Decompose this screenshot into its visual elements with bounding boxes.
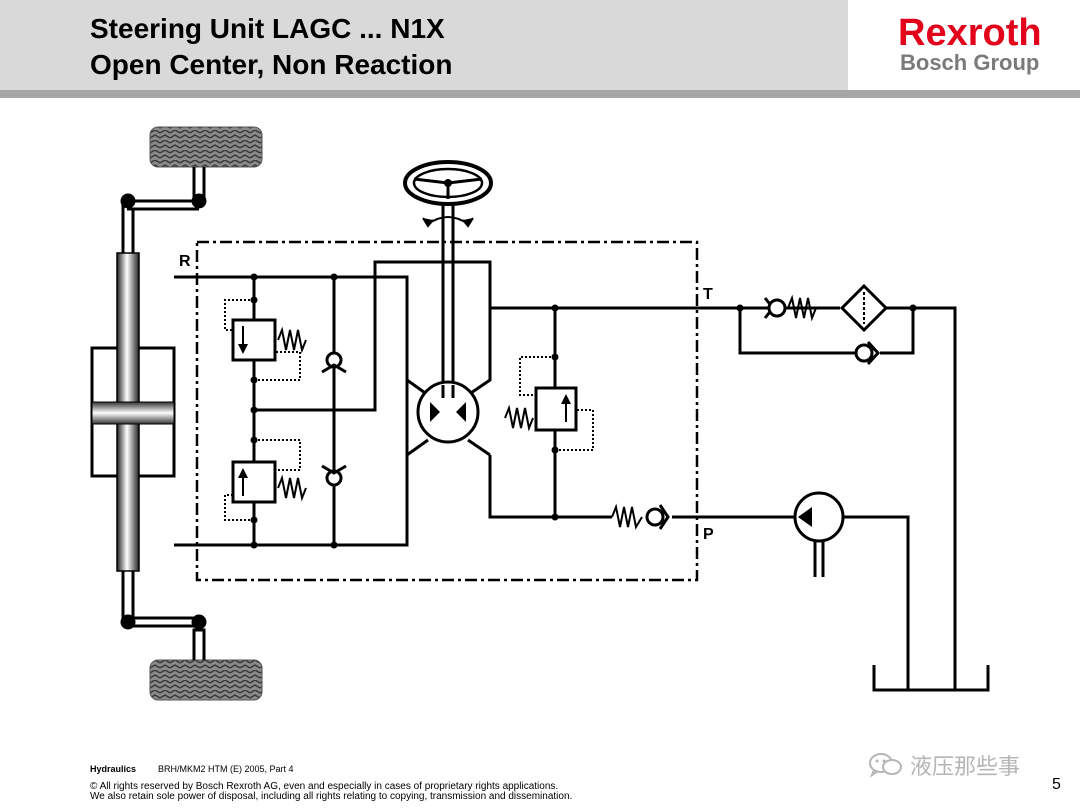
port-label-r: R xyxy=(179,253,191,270)
footer-reference: BRH/MKM2 HTM (E) 2005, Part 4 xyxy=(158,764,294,774)
relief-valve xyxy=(504,356,594,451)
pump-icon xyxy=(793,491,845,543)
rotation-arrow-icon xyxy=(422,216,474,228)
front-wheel xyxy=(149,126,263,168)
footer-section: Hydraulics xyxy=(90,764,137,774)
steering-wheel-icon xyxy=(403,160,493,385)
page-title-line-2: Open Center, Non Reaction xyxy=(90,49,453,80)
check-valve-upper xyxy=(321,351,347,374)
steering-cylinder xyxy=(90,252,176,572)
metering-unit xyxy=(416,380,480,444)
shock-valve-lower xyxy=(224,439,307,521)
wechat-icon xyxy=(869,753,902,778)
steering-linkage xyxy=(120,167,207,660)
steering-unit-boundary xyxy=(195,240,699,582)
header-divider xyxy=(0,90,1080,98)
check-valve-lower xyxy=(321,464,347,487)
page-number: 5 xyxy=(1052,776,1061,793)
page-title-line-1: Steering Unit LAGC ... N1X xyxy=(90,13,445,44)
filter-icon xyxy=(839,283,889,333)
rear-wheel xyxy=(149,659,263,701)
inlet-check-valve xyxy=(611,503,670,530)
brand-logo: Rexroth xyxy=(898,12,1042,54)
footer-copyright-line-2: We also retain sole power of disposal, i… xyxy=(90,791,573,802)
logo-panel xyxy=(848,0,1080,90)
watermark: 液压那些事 xyxy=(868,750,1020,780)
watermark-text: 液压那些事 xyxy=(910,755,1021,780)
shock-valve-upper xyxy=(224,299,307,381)
port-label-p: P xyxy=(703,526,714,543)
port-label-t: T xyxy=(703,286,713,303)
bypass-check-valve xyxy=(854,340,881,366)
brand-subtitle: Bosch Group xyxy=(900,50,1040,75)
footer-copyright-line-1: © All rights reserved by Bosch Rexroth A… xyxy=(90,781,559,792)
return-check-valve xyxy=(763,294,817,322)
